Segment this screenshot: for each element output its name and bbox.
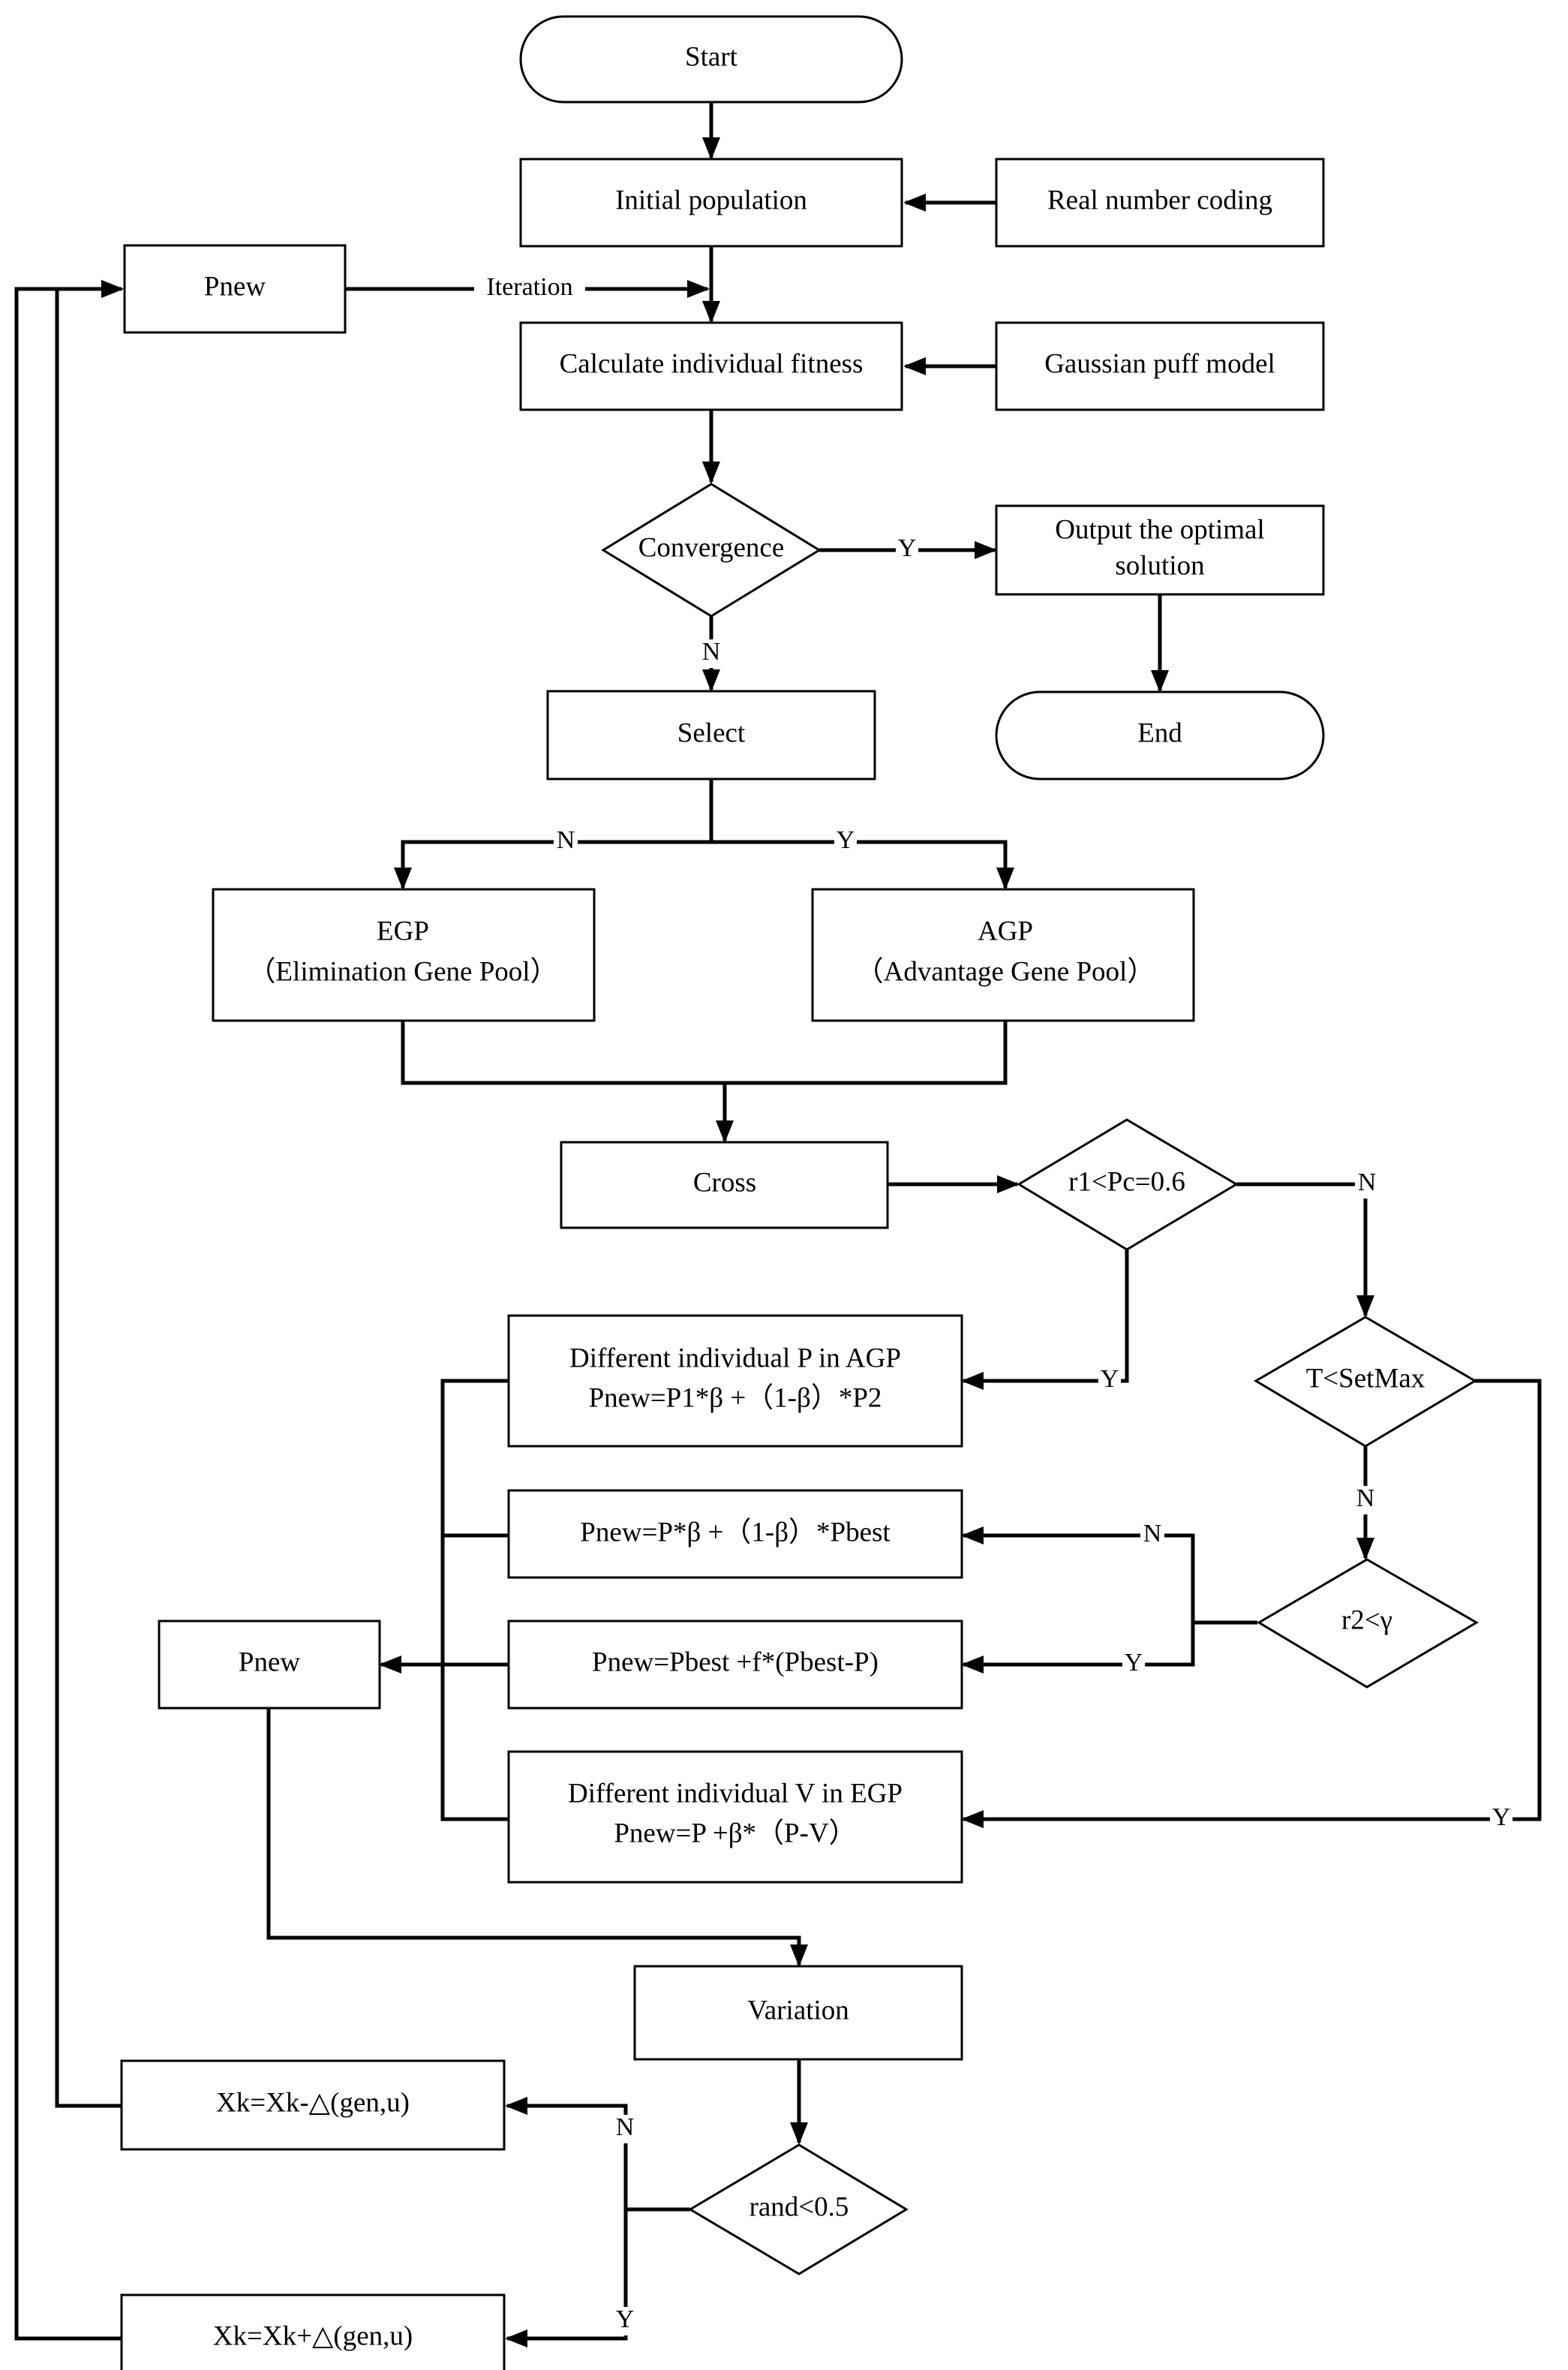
- pbest-formula1-label: Pnew=P*β +（1-β）*Pbest: [580, 1517, 891, 1547]
- convergence-no-label: N: [702, 638, 721, 666]
- pbest-formula2-label: Pnew=Pbest +f*(Pbest-P): [592, 1647, 879, 1677]
- xk-plus-label: Xk=Xk+△(gen,u): [213, 2320, 413, 2351]
- edge-rand-branch: [505, 2097, 690, 2212]
- connectors: [14, 102, 1542, 2347]
- pnew-top-label: Pnew: [204, 271, 266, 302]
- t-setmax-label: T<SetMax: [1306, 1363, 1425, 1394]
- select-yes-label: Y: [837, 826, 855, 854]
- edge-rand-yes: [505, 2209, 628, 2347]
- convergence-yes-label: Y: [898, 534, 917, 562]
- r1-yes-label: Y: [1101, 1365, 1119, 1393]
- xk-minus-box: Xk=Xk-△(gen,u): [120, 2059, 506, 2151]
- select-no-label: N: [557, 826, 575, 854]
- rand-label: rand<0.5: [749, 2191, 849, 2222]
- end-label: End: [1137, 717, 1182, 748]
- real-number-coding-box: Real number coding: [995, 158, 1325, 248]
- edge-xk-plus-feedback: [14, 280, 124, 2341]
- calculate-fitness-label: Calculate individual fitness: [560, 348, 864, 379]
- edge-formulas-collector: [440, 1379, 509, 1821]
- real-number-coding-label: Real number coding: [1047, 185, 1272, 215]
- select-box: Select: [546, 690, 876, 780]
- start-label: Start: [685, 41, 738, 72]
- convergence-decision: Convergence: [601, 483, 822, 618]
- agp-label-line2: （Advantage Gene Pool）: [856, 956, 1155, 987]
- egp-box: EGP （Elimination Gene Pool）: [212, 888, 596, 1022]
- variation-box: Variation: [633, 1965, 963, 2061]
- cross-label: Cross: [693, 1167, 756, 1198]
- output-label-line1: Output the optimal: [1055, 514, 1265, 545]
- agp-formula-line2: Pnew=P1*β +（1-β）*P2: [589, 1382, 882, 1413]
- xk-plus-box: Xk=Xk+△(gen,u): [120, 2293, 506, 2370]
- r2-no-label: N: [1143, 1520, 1162, 1547]
- r1-no-label: N: [1358, 1168, 1377, 1196]
- t-yes-label: Y: [1492, 1803, 1511, 1831]
- pnew-middle-label: Pnew: [239, 1647, 301, 1677]
- gaussian-puff-box: Gaussian puff model: [995, 321, 1325, 411]
- edge-egp-merge: [401, 1021, 1008, 1085]
- r2-label: r2<γ: [1341, 1605, 1392, 1635]
- agp-label-line1: AGP: [978, 916, 1033, 946]
- t-setmax-decision: T<SetMax: [1254, 1316, 1477, 1448]
- agp-box: AGP （Advantage Gene Pool）: [811, 888, 1195, 1022]
- rand-yes-label: Y: [616, 2305, 635, 2333]
- pbest-formula1-box: Pnew=P*β +（1-β）*Pbest: [507, 1489, 963, 1579]
- iteration-label: Iteration: [486, 273, 572, 301]
- rand-no-label: N: [616, 2113, 635, 2141]
- egp-label-line1: EGP: [377, 916, 429, 946]
- edge-pnew-to-variation: [266, 1708, 808, 1967]
- egp-formula-line1: Different individual V in EGP: [568, 1778, 903, 1809]
- select-label: Select: [677, 717, 746, 748]
- start-terminator: Start: [519, 15, 903, 104]
- cross-box: Cross: [560, 1141, 889, 1229]
- edge-t-yes: [961, 1379, 1542, 1828]
- calculate-fitness-box: Calculate individual fitness: [519, 321, 903, 411]
- output-solution-box: Output the optimal solution: [995, 504, 1325, 596]
- t-no-label: N: [1356, 1484, 1375, 1512]
- egp-formula-box: Different individual V in EGP Pnew=P +β*…: [507, 1750, 963, 1884]
- r1-label: r1<Pc=0.6: [1068, 1166, 1185, 1197]
- convergence-label: Convergence: [638, 532, 785, 563]
- edge-select-yes: [711, 840, 1014, 890]
- agp-formula-box: Different individual P in AGP Pnew=P1*β …: [507, 1314, 963, 1448]
- pbest-formula2-box: Pnew=Pbest +f*(Pbest-P): [507, 1620, 963, 1710]
- initial-population-label: Initial population: [615, 185, 807, 215]
- edge-xk-minus-feedback: [55, 280, 124, 2108]
- r1-decision: r1<Pc=0.6: [1017, 1118, 1239, 1251]
- gaussian-puff-label: Gaussian puff model: [1044, 348, 1275, 379]
- edge-r1-no: [1236, 1182, 1374, 1318]
- edge-labels: Iteration Y N N Y N Y N Y N Y N Y: [474, 273, 1512, 2335]
- edge-r1-yes: [961, 1250, 1129, 1390]
- edge-r2-branch: [961, 1526, 1257, 1625]
- pnew-middle-box: Pnew: [158, 1620, 381, 1710]
- egp-formula-line2: Pnew=P +β*（P-V）: [614, 1818, 856, 1848]
- r2-yes-label: Y: [1125, 1649, 1143, 1677]
- r2-decision: r2<γ: [1257, 1558, 1479, 1689]
- agp-formula-line1: Different individual P in AGP: [569, 1343, 901, 1373]
- pnew-top-box: Pnew: [123, 244, 347, 334]
- initial-population-box: Initial population: [519, 158, 903, 248]
- egp-label-line2: （Elimination Gene Pool）: [248, 956, 557, 987]
- xk-minus-label: Xk=Xk-△(gen,u): [216, 2087, 410, 2118]
- edge-r2-yes: [961, 1623, 1195, 1674]
- output-label-line2: solution: [1115, 550, 1204, 581]
- variation-label: Variation: [747, 1995, 849, 2026]
- rand-decision: rand<0.5: [688, 2143, 909, 2275]
- end-terminator: End: [995, 690, 1325, 780]
